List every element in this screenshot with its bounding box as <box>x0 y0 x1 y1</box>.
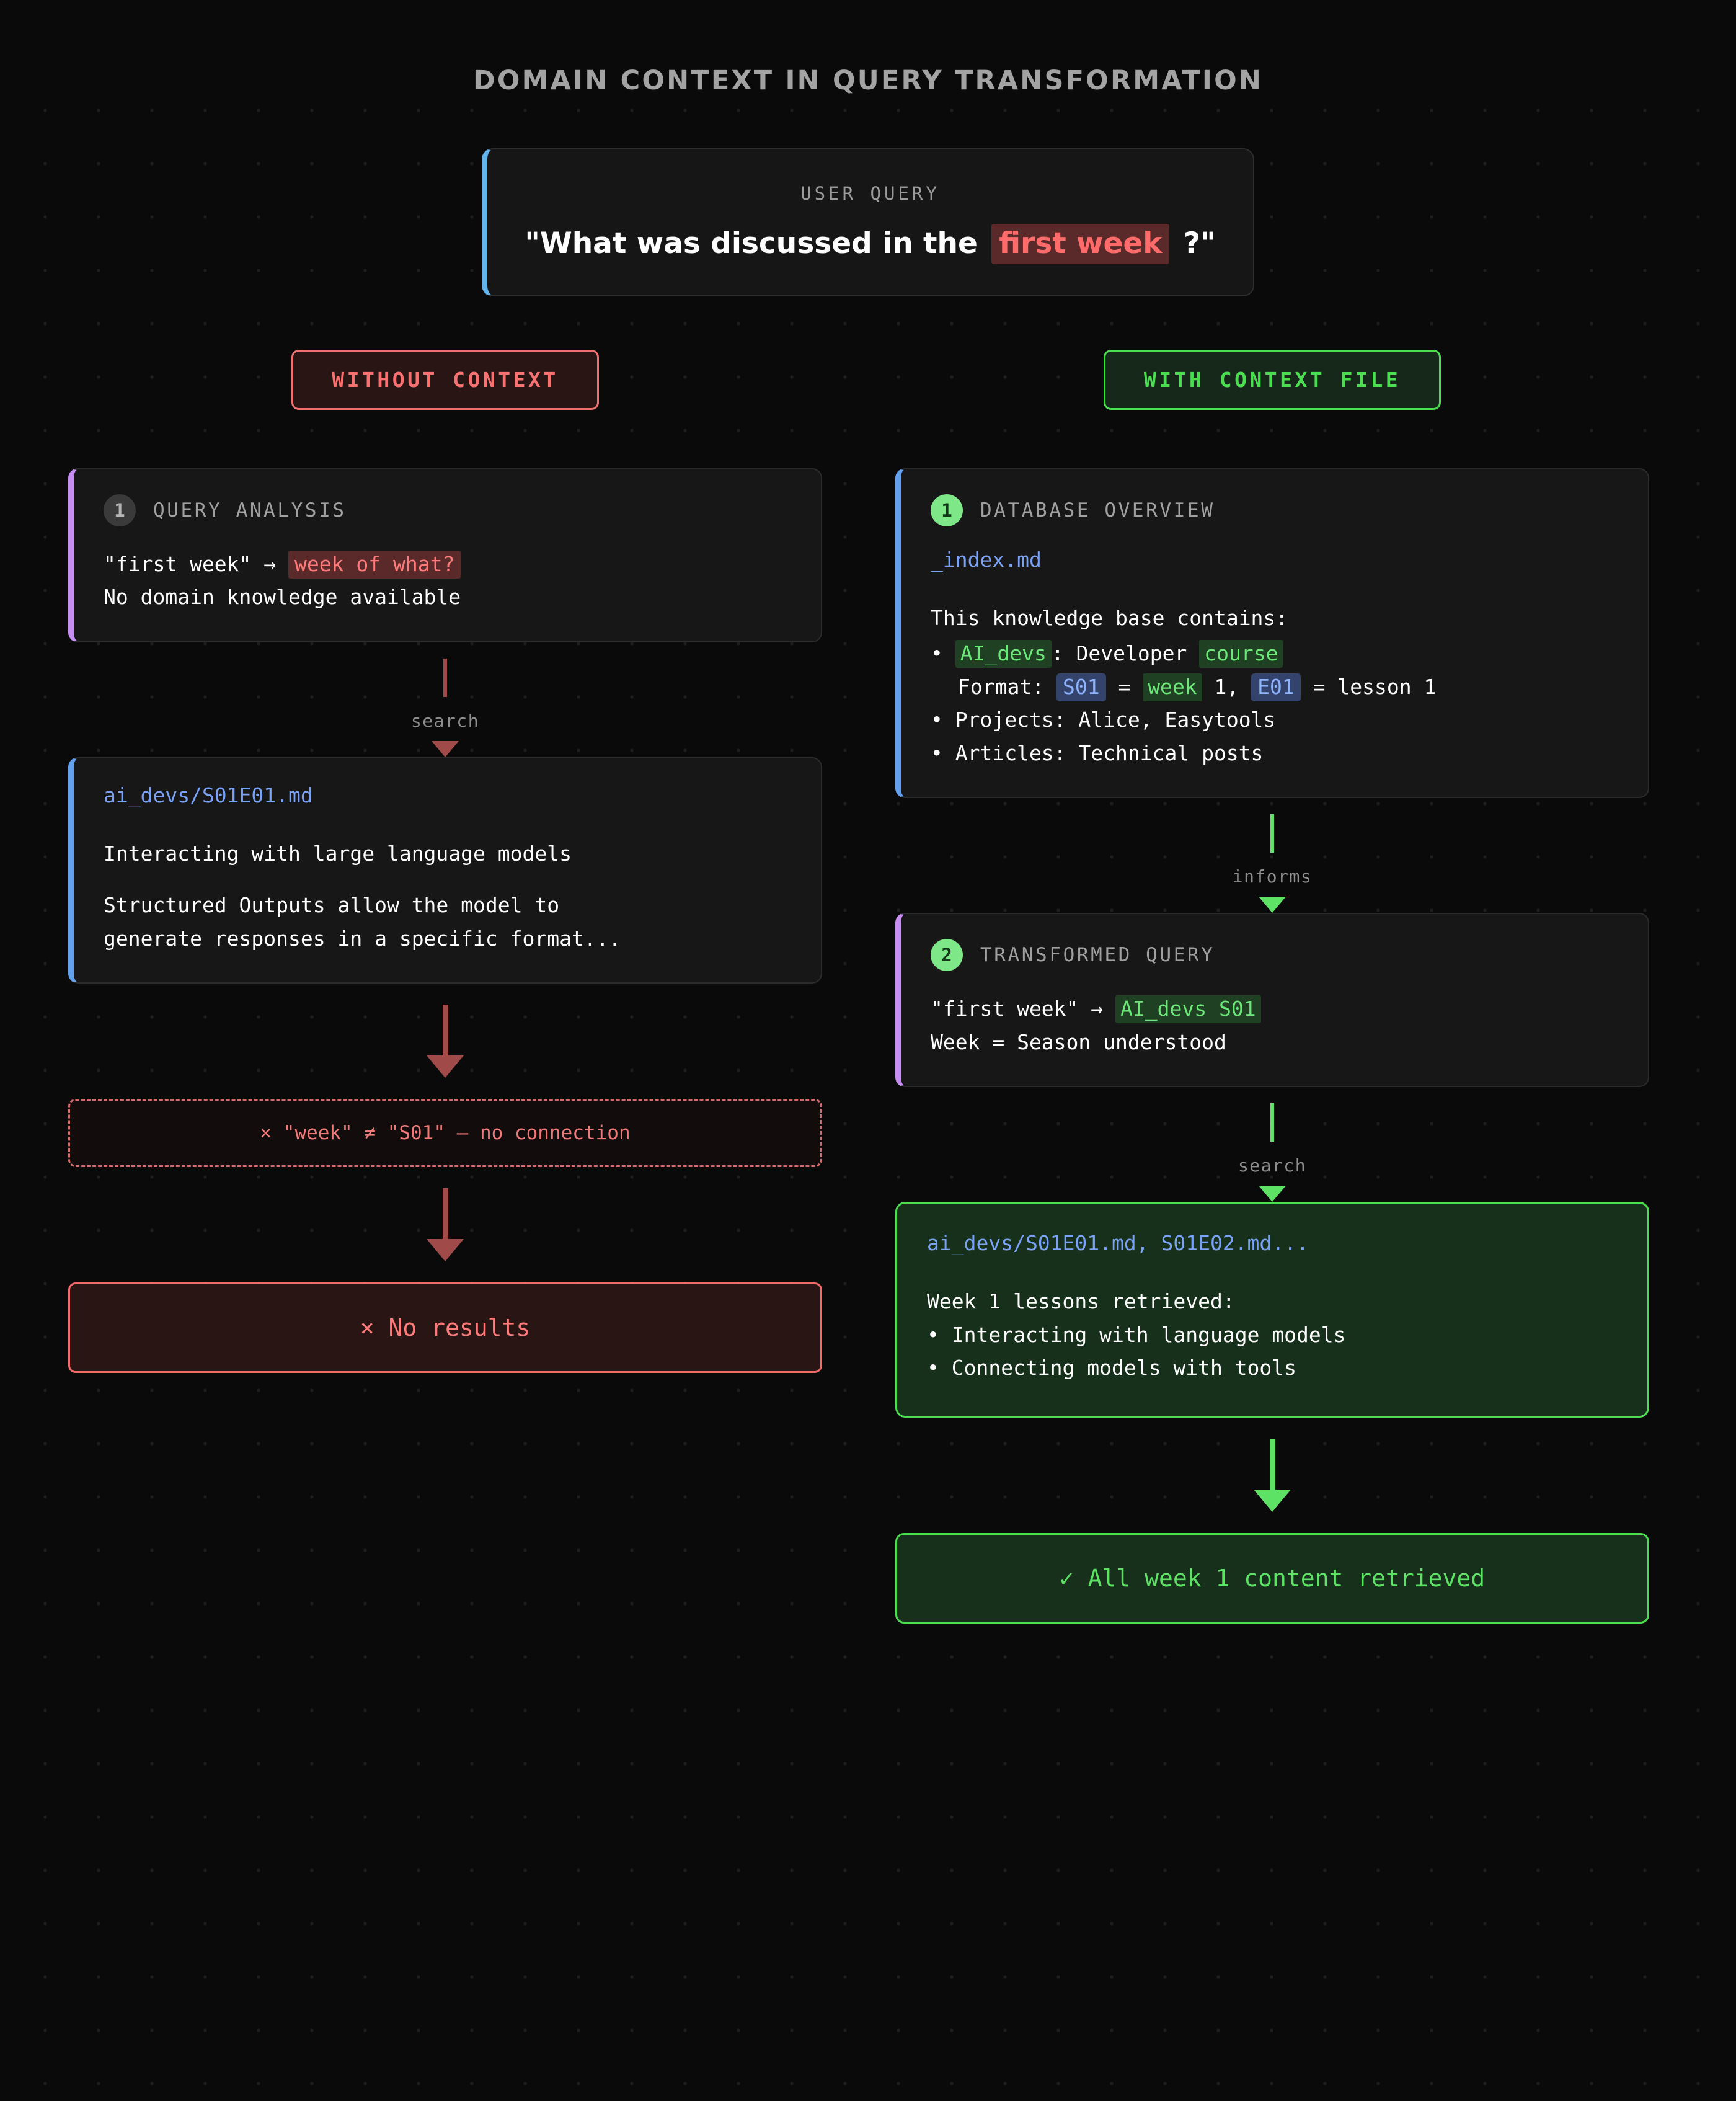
connector-label: search <box>1238 1155 1307 1176</box>
kb-bullet-list: • AI_devs: Developer course Format: S01 … <box>931 637 1618 770</box>
user-query-text: "What was discussed in the first week ?" <box>487 224 1253 264</box>
comparison-columns: WITHOUT CONTEXT 1 QUERY ANALYSIS "first … <box>0 350 1736 1624</box>
diagram-page: DOMAIN CONTEXT IN QUERY TRANSFORMATION U… <box>0 65 1736 2101</box>
connector-search-right: search <box>895 1087 1649 1202</box>
user-query-prefix: "What was discussed in the <box>525 226 978 260</box>
database-overview-card: 1 DATABASE OVERVIEW _index.md This knowl… <box>895 468 1649 799</box>
right-result-bullet-1: • Interacting with language models <box>927 1322 1346 1347</box>
arrow-head-icon <box>427 1239 464 1262</box>
arrow-stem <box>442 1188 448 1240</box>
transformed-query-title: TRANSFORMED QUERY <box>980 944 1215 967</box>
arrow-head-icon <box>1254 1489 1291 1512</box>
connector-label: informs <box>1232 866 1313 887</box>
kb-intro-text: This knowledge base contains: <box>931 606 1288 630</box>
with-context-badge: WITH CONTEXT FILE <box>1103 350 1442 410</box>
database-overview-title: DATABASE OVERVIEW <box>980 499 1215 522</box>
index-file-name: _index.md <box>931 548 1042 572</box>
arrow-to-no-connection <box>68 984 822 1099</box>
kb-developer-text: : Developer <box>1051 641 1187 666</box>
transformed-query-header: 2 TRANSFORMED QUERY <box>931 939 1618 972</box>
left-result-body-2: Structured Outputs allow the model to <box>104 893 560 918</box>
kb-format-label: Format: <box>958 674 1045 699</box>
query-analysis-line-1-highlight: week of what? <box>288 551 461 579</box>
arrow-head-icon <box>427 1055 464 1078</box>
without-context-body: 1 QUERY ANALYSIS "first week" → week of … <box>68 468 822 1374</box>
spacer <box>931 583 1618 602</box>
success-text: ✓ All week 1 content retrieved <box>1059 1564 1486 1592</box>
no-connection-text: × "week" ≠ "S01" — no connection <box>260 1122 631 1145</box>
left-result-body-3: generate responses in a specific format.… <box>104 926 621 951</box>
query-analysis-header: 1 QUERY ANALYSIS <box>104 494 791 526</box>
kb-ai-devs-highlight: AI_devs <box>955 640 1052 668</box>
transformed-query-highlight: AI_devs S01 <box>1115 995 1261 1024</box>
with-context-column: WITH CONTEXT FILE 1 DATABASE OVERVIEW _i… <box>895 350 1649 1624</box>
right-result-card: ai_devs/S01E01.md, S01E02.md... Week 1 l… <box>895 1202 1649 1418</box>
kb-bullet-projects: • Projects: Alice, Easytools <box>931 708 1276 732</box>
no-results-box: × No results <box>68 1282 822 1374</box>
arrow-to-no-results <box>68 1167 822 1282</box>
spacer <box>104 870 791 889</box>
step-badge-1: 1 <box>104 494 136 526</box>
without-context-column: WITHOUT CONTEXT 1 QUERY ANALYSIS "first … <box>68 350 822 1624</box>
connector-stem <box>443 658 447 697</box>
transformed-query-prefix: "first week" → <box>931 997 1104 1021</box>
kb-course-highlight: course <box>1199 640 1283 668</box>
arrow-stem <box>442 1005 448 1056</box>
connector-stem <box>1270 814 1274 853</box>
kb-week-highlight: week <box>1143 673 1202 701</box>
query-analysis-line-1: "first week" → week of what? <box>104 548 791 580</box>
no-connection-box: × "week" ≠ "S01" — no connection <box>68 1099 822 1168</box>
left-result-body-1: Interacting with large language models <box>104 841 572 866</box>
database-overview-header: 1 DATABASE OVERVIEW <box>931 494 1618 526</box>
page-title: DOMAIN CONTEXT IN QUERY TRANSFORMATION <box>472 65 1264 96</box>
transformed-query-card: 2 TRANSFORMED QUERY "first week" → AI_de… <box>895 913 1649 1088</box>
without-context-badge: WITHOUT CONTEXT <box>291 350 599 410</box>
no-results-text: × No results <box>360 1314 531 1342</box>
step-badge-1-right: 1 <box>931 494 963 526</box>
spacer <box>104 819 791 837</box>
kb-format-row: Format: S01 = week 1, E01 = lesson 1 <box>931 670 1618 703</box>
right-result-file: ai_devs/S01E01.md, S01E02.md... <box>927 1231 1309 1256</box>
connector-search-left: search <box>68 642 822 757</box>
query-analysis-title: QUERY ANALYSIS <box>153 499 347 522</box>
arrow-stem <box>1269 1438 1275 1490</box>
connector-label: search <box>410 710 480 731</box>
transformed-query-line-2: Week = Season understood <box>931 1029 1226 1054</box>
spacer <box>927 1266 1618 1285</box>
without-context-header-row: WITHOUT CONTEXT <box>68 350 822 410</box>
right-result-bullet-2: • Connecting models with tools <box>927 1356 1297 1380</box>
kb-e01-highlight: E01 <box>1251 673 1301 701</box>
kb-bullet-ai-devs: • AI_devs: Developer course <box>931 637 1618 670</box>
user-query-label: USER QUERY <box>800 183 940 204</box>
kb-lesson-text: = lesson 1 <box>1313 674 1437 699</box>
with-context-body: 1 DATABASE OVERVIEW _index.md This knowl… <box>895 468 1649 1624</box>
left-result-card: ai_devs/S01E01.md Interacting with large… <box>68 757 822 984</box>
kb-equals-1: = <box>1118 674 1131 699</box>
user-query-suffix: ?" <box>1183 226 1216 260</box>
arrow-to-success <box>895 1418 1649 1533</box>
kb-bullet-articles: • Articles: Technical posts <box>931 740 1264 765</box>
kb-one-text: 1, <box>1214 674 1239 699</box>
bullet-marker: • <box>931 641 943 666</box>
success-box: ✓ All week 1 content retrieved <box>895 1532 1649 1624</box>
kb-s01-highlight: S01 <box>1056 673 1106 701</box>
right-result-heading: Week 1 lessons retrieved: <box>927 1289 1235 1314</box>
user-query-card: USER QUERY "What was discussed in the fi… <box>482 148 1254 296</box>
user-query-highlight: first week <box>991 224 1170 264</box>
query-analysis-card: 1 QUERY ANALYSIS "first week" → week of … <box>68 468 822 642</box>
user-query-section: USER QUERY "What was discussed in the fi… <box>0 148 1736 296</box>
query-analysis-line-1-prefix: "first week" → <box>104 552 277 576</box>
transformed-query-line-1: "first week" → AI_devs S01 <box>931 992 1618 1025</box>
connector-informs: informs <box>895 798 1649 913</box>
connector-arrowhead-icon <box>432 740 459 757</box>
connector-arrowhead-icon <box>1259 897 1286 913</box>
connector-arrowhead-icon <box>1259 1186 1286 1202</box>
with-context-header-row: WITH CONTEXT FILE <box>895 350 1649 410</box>
query-analysis-line-2: No domain knowledge available <box>104 585 461 610</box>
connector-stem <box>1270 1103 1274 1142</box>
step-badge-2: 2 <box>931 939 963 972</box>
left-result-file: ai_devs/S01E01.md <box>104 783 313 807</box>
